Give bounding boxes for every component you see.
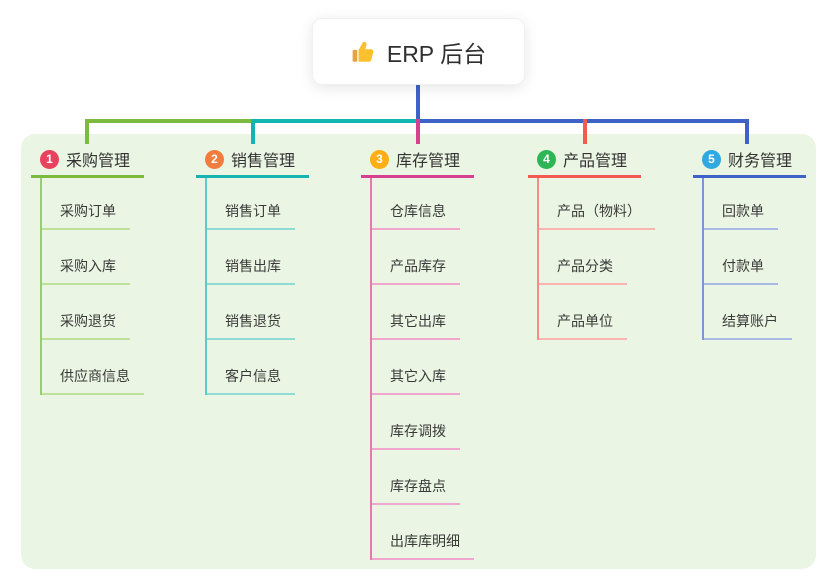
connector-drop-3 [416,119,420,144]
branch-number-badge: 3 [370,149,389,169]
node-item[interactable]: 其它入库 [372,340,460,395]
branch-items: 采购订单采购入库采购退货供应商信息 [40,178,144,395]
branch-column: 2 销售管理 销售订单销售出库销售退货客户信息 [196,148,309,395]
node-item[interactable]: 产品分类 [539,230,627,285]
node-item[interactable]: 采购入库 [42,230,130,285]
node-item[interactable]: 销售订单 [207,178,295,230]
branch-items: 仓库信息产品库存其它出库其它入库库存调拨库存盘点出库库明细 [370,178,474,560]
connector-bus-left [85,119,253,123]
node-item[interactable]: 出库库明细 [372,505,474,560]
branch-number-badge: 5 [702,149,721,169]
root-node[interactable]: ERP 后台 [312,18,525,85]
connector-drop-5 [745,119,749,144]
branch-title-label: 财务管理 [728,153,793,170]
node-item[interactable]: 销售出库 [207,230,295,285]
node-item[interactable]: 付款单 [704,230,778,285]
branch-title-label: 销售管理 [231,153,296,170]
node-item[interactable]: 回款单 [704,178,778,230]
branch-column: 4 产品管理 产品（物料）产品分类产品单位 [528,148,655,340]
connector-bus-mid [253,119,420,123]
node-item[interactable]: 客户信息 [207,340,295,395]
node-item[interactable]: 库存调拨 [372,395,460,450]
branch-number-badge: 2 [205,149,224,169]
node-item[interactable]: 产品单位 [539,285,627,340]
branch-node[interactable]: 5 财务管理 [693,148,806,178]
branch-title-label: 产品管理 [563,153,628,170]
branch-node[interactable]: 4 产品管理 [528,148,641,178]
branch-column: 1 采购管理 采购订单采购入库采购退货供应商信息 [31,148,144,395]
node-item[interactable]: 库存盘点 [372,450,460,505]
branch-items: 回款单付款单结算账户 [702,178,792,340]
connector-drop-1 [85,119,89,144]
root-connector-line [416,83,420,119]
branch-title-label: 库存管理 [396,153,461,170]
connector-drop-4 [583,119,587,144]
node-item[interactable]: 仓库信息 [372,178,460,230]
node-item[interactable]: 采购订单 [42,178,130,230]
node-item[interactable]: 产品（物料） [539,178,655,230]
map-background-panel [21,134,816,569]
branch-node[interactable]: 2 销售管理 [196,148,309,178]
connector-drop-2 [251,119,255,144]
node-item[interactable]: 其它出库 [372,285,460,340]
branch-items: 产品（物料）产品分类产品单位 [537,178,655,340]
thumbs-up-icon [351,39,377,65]
branch-number-badge: 1 [40,149,59,169]
node-item[interactable]: 供应商信息 [42,340,144,395]
branch-column: 5 财务管理 回款单付款单结算账户 [693,148,806,340]
node-item[interactable]: 采购退货 [42,285,130,340]
branch-number-badge: 4 [537,149,556,169]
branch-node[interactable]: 3 库存管理 [361,148,474,178]
node-item[interactable]: 产品库存 [372,230,460,285]
node-item[interactable]: 销售退货 [207,285,295,340]
branch-title-label: 采购管理 [66,153,131,170]
root-title: ERP 后台 [386,40,487,67]
branch-items: 销售订单销售出库销售退货客户信息 [205,178,295,395]
node-item[interactable]: 结算账户 [704,285,792,340]
branch-column: 3 库存管理 仓库信息产品库存其它出库其它入库库存调拨库存盘点出库库明细 [361,148,474,560]
branch-node[interactable]: 1 采购管理 [31,148,144,178]
